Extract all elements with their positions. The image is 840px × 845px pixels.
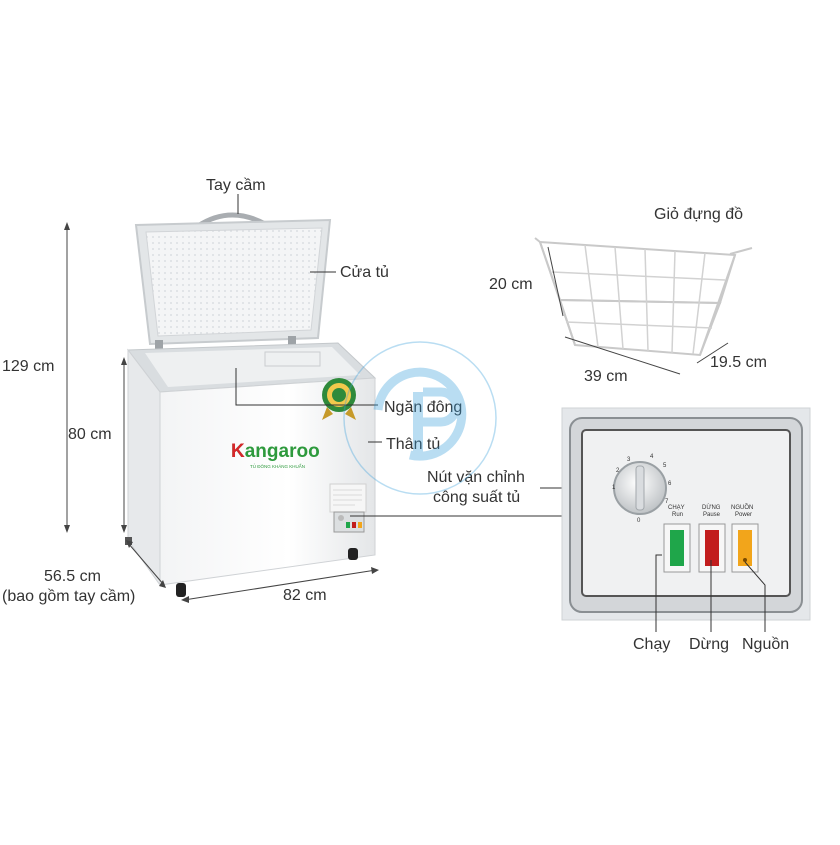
watermark-logo <box>343 341 497 495</box>
brand-slogan: TỦ ĐÔNG KHÁNG KHUẨN <box>250 463 305 469</box>
knob-num-5: 5 <box>663 463 667 469</box>
control-panel-zoom: 1 2 3 4 5 6 7 0 CHẠY Run DỪNG Pause NGUỒ… <box>561 407 811 632</box>
label-freezer-compartment: Ngăn đông <box>384 399 462 416</box>
dim-body-height: 80 cm <box>68 426 112 443</box>
label-door: Cửa tủ <box>340 264 389 281</box>
label-stop: Dừng <box>689 636 729 653</box>
switch-power: NGUỒN Power <box>731 504 759 573</box>
label-knob-line1: Nút vặn chỉnh <box>427 469 525 486</box>
svg-text:DỪNG: DỪNG <box>702 504 721 511</box>
freezer-dimensions: 129 cm 80 cm 56.5 cm (bao gồm tay cầm) 8… <box>2 222 379 605</box>
label-basket: Giỏ đựng đồ <box>654 206 743 223</box>
dim-width: 82 cm <box>283 587 327 604</box>
dim-basket-width: 19.5 cm <box>710 354 767 371</box>
knob-num-4: 4 <box>650 454 654 460</box>
svg-text:Run: Run <box>672 512 683 518</box>
knob-num-3: 3 <box>627 457 631 463</box>
svg-text:NGUỒN: NGUỒN <box>731 504 753 511</box>
brand-logo: Kangaroo <box>231 441 320 462</box>
dim-depth-line2: (bao gồm tay cầm) <box>2 588 135 605</box>
freezer-callouts: Tay cầm Cửa tủ Ngăn đông Thân tủ Nút vặn… <box>206 177 610 517</box>
knob-num-1: 1 <box>612 485 616 491</box>
freezer-body <box>127 348 161 587</box>
switch-stop: DỪNG Pause <box>698 504 726 573</box>
freezer-illustration: Kangaroo K TỦ ĐÔNG KHÁNG KHUẨN <box>125 212 377 597</box>
svg-text:Power: Power <box>735 512 752 518</box>
quality-badge-icon <box>322 378 356 420</box>
label-knob-line2: công suất tủ <box>433 489 520 506</box>
label-body: Thân tủ <box>386 436 440 453</box>
label-run: Chạy <box>633 636 670 653</box>
power-knob: 1 2 3 4 5 6 7 0 <box>612 454 672 524</box>
dim-basket-height: 20 cm <box>489 276 533 293</box>
knob-num-7: 7 <box>665 499 669 505</box>
basket-dimensions: Giỏ đựng đồ 20 cm 39 cm 19.5 cm <box>489 206 767 385</box>
knob-num-6: 6 <box>668 481 672 487</box>
knob-num-0: 0 <box>637 518 641 524</box>
svg-text:K: K <box>231 441 245 462</box>
label-power: Nguồn <box>742 636 789 653</box>
knob-num-2: 2 <box>616 468 620 474</box>
dim-basket-length: 39 cm <box>584 368 628 385</box>
dim-depth-line1: 56.5 cm <box>44 568 101 585</box>
svg-text:CHẠY: CHẠY <box>668 505 685 511</box>
svg-text:Pause: Pause <box>703 512 721 518</box>
dim-total-height: 129 cm <box>2 358 54 375</box>
basket-illustration <box>534 237 753 357</box>
switch-run: CHẠY Run <box>663 505 691 573</box>
label-handle: Tay cầm <box>206 177 266 194</box>
